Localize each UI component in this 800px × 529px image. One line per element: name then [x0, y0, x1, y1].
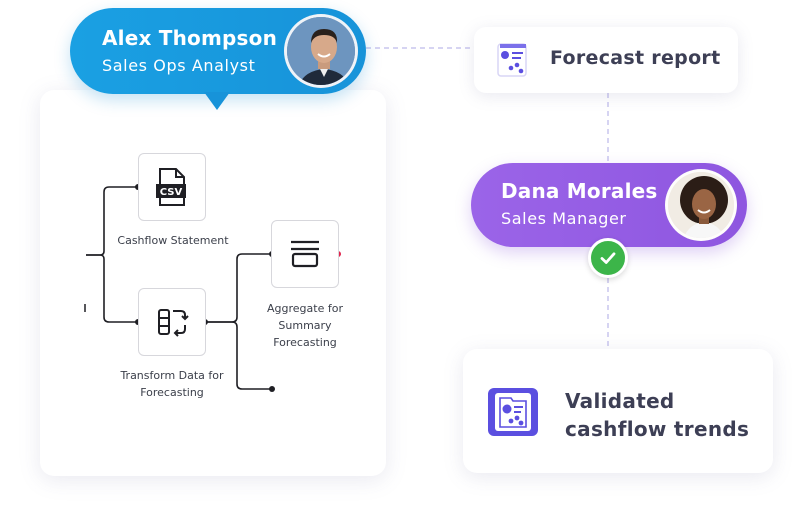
- forecast-report-card[interactable]: Forecast report: [474, 27, 738, 93]
- report-chart-icon: [497, 43, 527, 77]
- workflow-edges: [86, 186, 272, 390]
- check-icon: [600, 252, 616, 264]
- validated-trends-card[interactable]: Validated cashflow trends: [463, 349, 773, 473]
- user-pill-alex: Alex Thompson Sales Ops Analyst: [70, 8, 366, 94]
- forecast-report-label: Forecast report: [550, 47, 721, 69]
- approval-check-badge: [588, 238, 628, 278]
- validated-line1: Validated: [565, 389, 675, 413]
- node-label-cashflow: Cashflow Statement: [110, 232, 236, 249]
- edge-dot: [269, 386, 275, 392]
- csv-badge-text: CSV: [160, 187, 183, 198]
- transform-label-line1: Transform Data for: [120, 369, 224, 382]
- node-transform-data[interactable]: [138, 288, 206, 356]
- user-role-dana: Sales Manager: [501, 209, 627, 228]
- aggregate-label-line1: Aggregate for: [267, 302, 343, 315]
- node-cashflow-statement[interactable]: CSV: [138, 153, 206, 221]
- validated-trends-label: Validated cashflow trends: [565, 387, 765, 443]
- validated-report-icon: [488, 388, 538, 436]
- avatar-dana: [665, 169, 737, 241]
- cashflow-label: Cashflow Statement: [117, 234, 229, 247]
- user-pill-dana: Dana Morales Sales Manager: [471, 163, 747, 247]
- node-aggregate[interactable]: [271, 220, 339, 288]
- aggregate-label-line3: Forecasting: [273, 336, 337, 349]
- validated-line2: cashflow trends: [565, 417, 750, 441]
- node-label-aggregate: Aggregate for Summary Forecasting: [250, 300, 360, 351]
- transform-label-line2: Forecasting: [140, 386, 204, 399]
- speech-tail: [204, 92, 230, 110]
- transform-data-icon: [158, 309, 189, 337]
- avatar-alex: [284, 14, 358, 88]
- user-name-alex: Alex Thompson: [102, 26, 278, 50]
- user-role-alex: Sales Ops Analyst: [102, 56, 256, 75]
- node-label-transform: Transform Data for Forecasting: [104, 367, 240, 401]
- csv-file-icon: CSV: [156, 168, 186, 206]
- aggregate-icon: [291, 240, 319, 268]
- aggregate-label-line2: Summary: [278, 319, 332, 332]
- user-name-dana: Dana Morales: [501, 179, 658, 203]
